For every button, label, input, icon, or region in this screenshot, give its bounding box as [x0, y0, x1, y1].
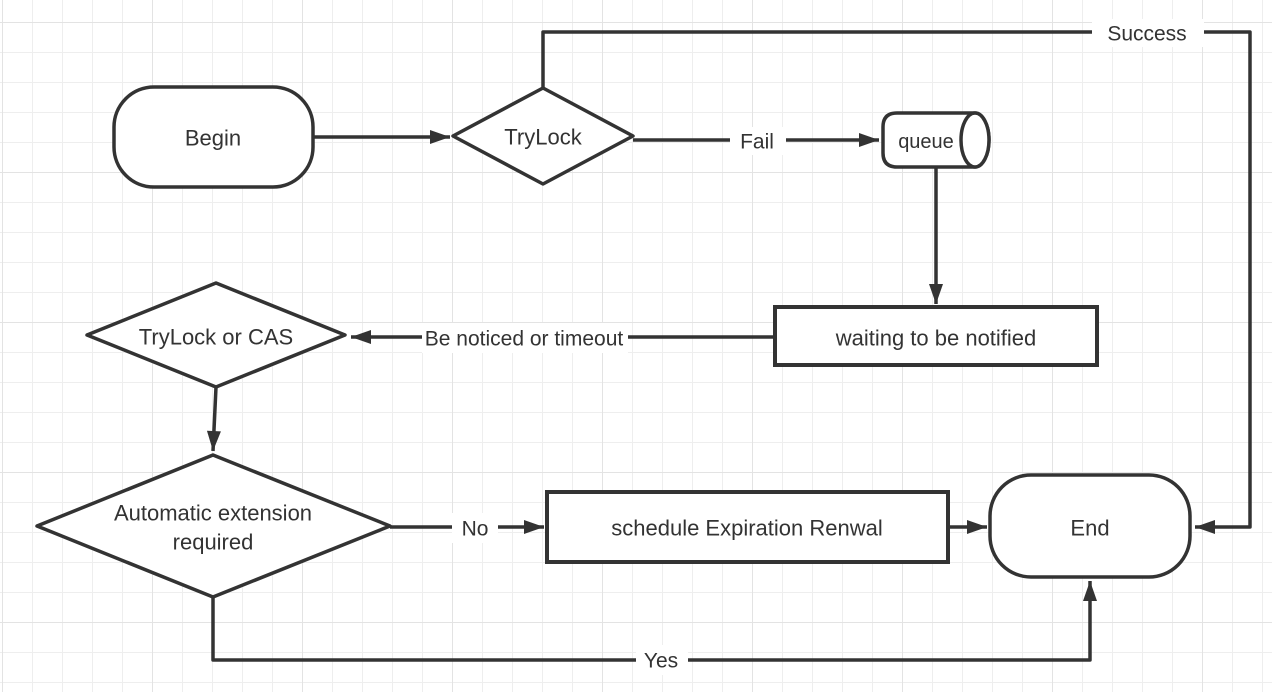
schedule-renewal-process-node[interactable]: schedule Expiration Renwal: [545, 490, 950, 564]
edge-label-be-noticed: Be noticed or timeout: [422, 323, 628, 353]
end-node-label: End: [1070, 516, 1109, 541]
edge-label-success: Success: [1092, 19, 1204, 47]
begin-node[interactable]: Begin: [112, 85, 315, 189]
waiting-process-node[interactable]: waiting to be notified: [773, 305, 1099, 367]
edge-label-no: No: [452, 513, 498, 543]
svg-text:Fail: Fail: [740, 131, 774, 154]
auto-extension-label-line1: Automatic extension: [114, 501, 312, 526]
svg-text:Be noticed or timeout: Be noticed or timeout: [425, 328, 624, 351]
schedule-renewal-label: schedule Expiration Renwal: [611, 516, 883, 541]
queue-node[interactable]: queue: [881, 111, 991, 169]
trylock-decision-label: TryLock: [504, 125, 582, 150]
svg-text:No: No: [462, 518, 489, 541]
waiting-process-label: waiting to be notified: [835, 326, 1037, 351]
auto-extension-label-line2: required: [173, 530, 254, 555]
svg-text:Success: Success: [1107, 23, 1186, 46]
end-node[interactable]: End: [988, 473, 1192, 579]
edge-success-trylock-to-end[interactable]: [541, 30, 1252, 534]
auto-extension-decision-node[interactable]: Automatic extension required: [35, 453, 392, 599]
edge-label-yes: Yes: [636, 645, 688, 675]
trylock-cas-decision-node[interactable]: TryLock or CAS: [85, 281, 347, 389]
begin-node-label: Begin: [185, 126, 241, 151]
trylock-decision-node[interactable]: TryLock: [451, 86, 635, 186]
trylock-cas-decision-label: TryLock or CAS: [139, 325, 293, 350]
queue-node-label: queue: [898, 131, 954, 153]
svg-text:Yes: Yes: [644, 650, 678, 673]
edge-trylockcas-to-autoext[interactable]: [206, 386, 221, 452]
edge-label-fail: Fail: [730, 127, 786, 155]
